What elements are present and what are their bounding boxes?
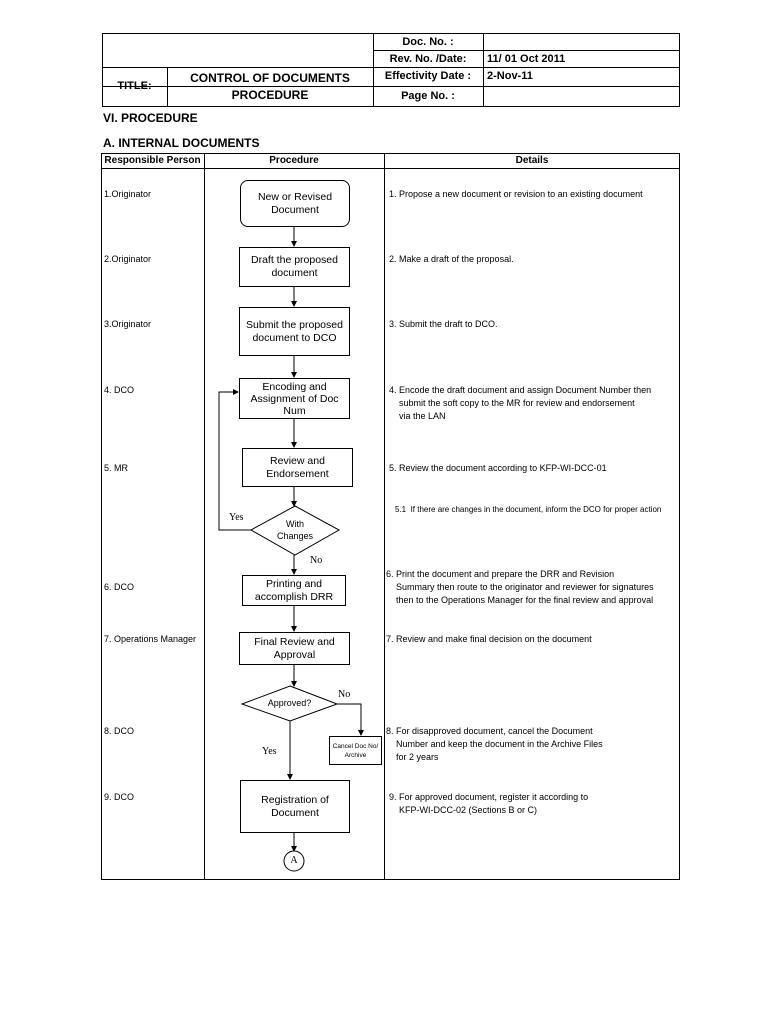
person-1: 1.Originator	[104, 189, 152, 199]
printing-box: Printing and accomplish DRR	[242, 575, 346, 606]
effectivity-value: 2-Nov-11	[487, 70, 533, 82]
section-heading: VI. PROCEDURE	[103, 111, 198, 125]
person-5: 5. MR	[104, 463, 129, 473]
doc-title-line1: CONTROL OF DOCUMENTS	[190, 71, 350, 85]
review-box: Review and Endorsement	[242, 448, 353, 487]
submit-box: Submit the proposed document to DCO	[239, 307, 350, 356]
person-4: 4. DCO	[104, 385, 135, 395]
header-divider	[167, 67, 168, 107]
detail-8: 8. For disapproved document, cancel the …	[386, 726, 603, 762]
detail-7: 7. Review and make final decision on the…	[386, 634, 592, 644]
no-label-2: No	[338, 689, 351, 700]
procedure-table	[101, 153, 680, 880]
connector-circle	[283, 850, 305, 872]
encoding-box: Encoding and Assignment of Doc Num	[239, 378, 350, 419]
detail-2: 2. Make a draft of the proposal.	[389, 254, 514, 264]
yes-label-2: Yes	[262, 746, 277, 757]
detail-1: 1. Propose a new document or revision to…	[389, 189, 643, 199]
effectivity-label: Effectivity Date :	[384, 70, 472, 82]
approved-diamond	[240, 685, 339, 722]
start-box: New or Revised Document	[240, 180, 350, 227]
detail-6: 6. Print the document and prepare the DR…	[386, 569, 654, 605]
rev-label: Rev. No. /Date:	[389, 53, 467, 65]
col-header-person: Responsible Person	[104, 155, 201, 166]
connector-label: A	[290, 855, 298, 866]
header-row-line	[102, 67, 373, 68]
header-row-line	[373, 67, 680, 68]
page-label: Page No. :	[401, 90, 455, 102]
header-divider	[483, 33, 484, 107]
cancel-archive-box: Cancel Doc No/ Archive	[329, 736, 382, 765]
detail-3: 3. Submit the draft to DCO.	[389, 319, 498, 329]
registration-box: Registration of Document	[240, 780, 350, 833]
draft-box: Draft the proposed document	[239, 247, 350, 287]
document-header	[102, 33, 680, 107]
no-label-1: No	[310, 555, 323, 566]
detail-5: 5. Review the document according to KFP-…	[389, 463, 607, 473]
final-review-box: Final Review and Approval	[239, 632, 350, 665]
yes-label-1: Yes	[229, 512, 244, 523]
doc-title-line2: PROCEDURE	[231, 88, 309, 102]
table-column-line	[204, 153, 205, 880]
rev-value: 11/ 01 Oct 2011	[487, 53, 566, 65]
table-column-line	[384, 153, 385, 880]
detail-5-1: 5.1 If there are changes in the document…	[395, 505, 662, 514]
header-row-line	[373, 50, 680, 51]
header-row-line	[102, 86, 680, 87]
doc-no-label: Doc. No. :	[402, 36, 454, 48]
table-header-line	[101, 168, 680, 169]
detail-9: 9. For approved document, register it ac…	[389, 792, 589, 815]
with-changes-diamond	[249, 505, 341, 556]
header-divider	[373, 33, 374, 107]
detail-4: 4. Encode the draft document and assign …	[389, 385, 652, 421]
person-2: 2.Originator	[104, 254, 152, 264]
approved-label: Approved?	[267, 698, 312, 708]
title-label: TITLE:	[117, 80, 152, 92]
person-7: 7. Operations Manager	[104, 634, 197, 644]
col-header-details: Details	[515, 155, 549, 166]
col-header-procedure: Procedure	[269, 155, 319, 166]
with-changes-label: With Changes	[276, 519, 314, 541]
person-9: 9. DCO	[104, 792, 135, 802]
section-subheading: A. INTERNAL DOCUMENTS	[103, 136, 260, 150]
person-6: 6. DCO	[104, 582, 135, 592]
person-3: 3.Originator	[104, 319, 152, 329]
person-8: 8. DCO	[104, 726, 135, 736]
